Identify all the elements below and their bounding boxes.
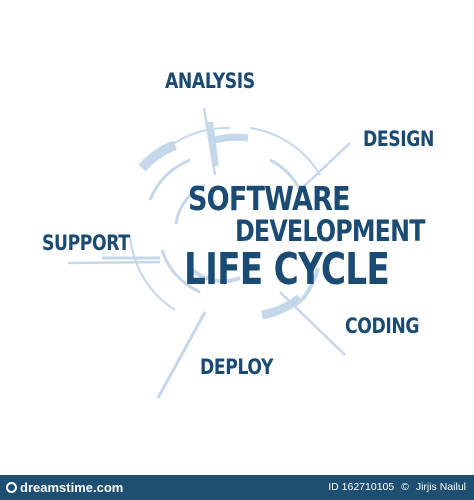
center-title-line3: LIFE CYCLE bbox=[184, 244, 390, 295]
center-title-line1: SOFTWARE bbox=[188, 179, 351, 218]
cycle-graphic bbox=[67, 107, 351, 399]
stock-footer-bar: dreamstime.com ID 162710105 © Jirjis Nai… bbox=[0, 475, 474, 500]
ring-segment-arc bbox=[214, 133, 249, 144]
ring-segment-arc bbox=[300, 267, 320, 302]
brand-logo-icon bbox=[6, 482, 17, 493]
spoke-coding bbox=[279, 291, 346, 356]
outer-ring-arc bbox=[129, 234, 176, 311]
center-title-line2: DEVELOPMENT bbox=[235, 214, 425, 248]
stage-label-coding: CODING bbox=[345, 314, 420, 338]
stage-label-deploy: DEPLOY bbox=[200, 355, 274, 379]
inner-ring-arc bbox=[160, 249, 201, 294]
image-id: ID 162710105 bbox=[328, 481, 395, 493]
copyright-symbol: © bbox=[401, 481, 409, 493]
spoke-short bbox=[207, 121, 219, 167]
inner-ring-arc bbox=[174, 183, 206, 225]
spoke-support bbox=[67, 260, 161, 265]
diagram-canvas: SOFTWARE DEVELOPMENT LIFE CYCLE ANALYSIS… bbox=[42, 69, 434, 399]
outer-ring-arc bbox=[249, 127, 321, 176]
author-name: Jirjis Nailul bbox=[415, 481, 466, 493]
stock-brand: dreamstime.com bbox=[6, 480, 123, 495]
inner-ring-arc bbox=[188, 266, 241, 284]
brand-name: dreamstime.com bbox=[20, 480, 124, 495]
inner-ring-arc bbox=[148, 158, 191, 201]
ring-segment-arc bbox=[261, 294, 303, 320]
spoke-design bbox=[299, 142, 351, 191]
ring-segment-arc bbox=[138, 140, 177, 172]
stage-label-support: SUPPORT bbox=[42, 231, 130, 255]
stage-label-design: DESIGN bbox=[363, 127, 434, 151]
spoke-deploy bbox=[156, 311, 207, 399]
stage-label-analysis: ANALYSIS bbox=[165, 69, 255, 93]
image-id-credit: ID 162710105 © Jirjis Nailul bbox=[324, 481, 466, 493]
inner-ring-arc bbox=[269, 158, 302, 191]
